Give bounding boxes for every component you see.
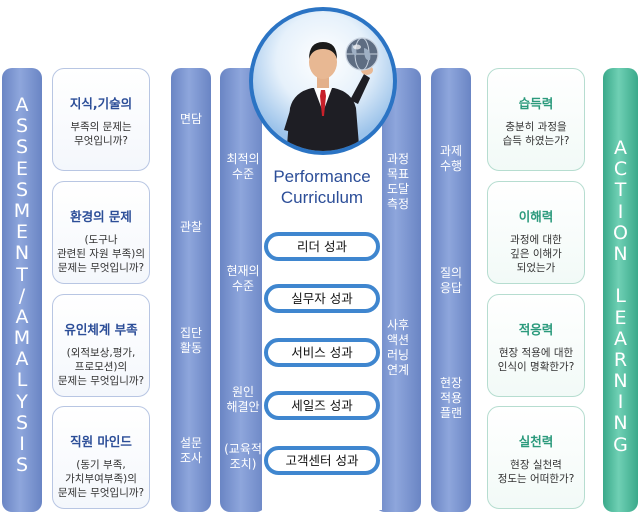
pill-leader-performance[interactable]: 리더 성과 [264, 232, 380, 261]
card-body: (동기 부족, 가치부여부족)의 문제는 무엇입니까? [57, 459, 145, 499]
bar-letter: S [15, 115, 29, 138]
bar-letter: S [15, 178, 29, 201]
bar-letter: G [613, 433, 628, 456]
bar-letter: T [16, 263, 28, 286]
bar-letter: A [614, 327, 627, 350]
bar-letter: O [613, 221, 628, 244]
bar-letter: N [14, 242, 30, 265]
card-title: 지식,기술의 [69, 96, 133, 111]
bar-letter: M [13, 199, 31, 222]
bar-letter: S [15, 454, 29, 477]
card-incentive: 유인체계 부족 (외적보상,평가, 프로모션)의 문제는 무엇입니까? [52, 294, 150, 397]
bar-letter: L [615, 285, 626, 308]
curriculum-title-line1: Performance [273, 167, 371, 186]
card-title: 직원 마인드 [70, 434, 132, 449]
bar-letter: S [15, 411, 29, 434]
pill-service-performance[interactable]: 서비스 성과 [264, 338, 380, 367]
pill-staff-performance[interactable]: 실무자 성과 [264, 284, 380, 313]
bar-letter: R [613, 348, 628, 371]
level-education-action: (교육적 조치) [224, 442, 262, 471]
bar-letter: M [13, 327, 31, 350]
method-survey: 설문 조사 [179, 436, 203, 465]
bar-letter: C [613, 158, 628, 181]
methods-bar: 면담 관찰 집단 활동 설문 조사 [171, 68, 211, 512]
bar-letter: I [617, 391, 624, 414]
bar-letter: E [15, 221, 28, 244]
bar-letter: N [613, 370, 628, 393]
center-column [262, 120, 382, 510]
card-body: 부족의 문제는 무엇입니까? [70, 121, 132, 147]
level-optimal: 최적의 수준 [226, 152, 260, 181]
card-environment: 환경의 문제 (도구나 관련된 자원 부족)의 문제는 무엇입니까? [52, 181, 150, 284]
card-adaptability: 적응력 현장 적용에 대한 인식이 명확한가? [487, 294, 585, 397]
bar-letter: N [613, 242, 628, 265]
bar-letter: N [613, 412, 628, 435]
goal-measure: 과정 목표 도달 측정 [386, 152, 410, 211]
step-qa: 질의 응답 [439, 266, 463, 295]
bar-letter: I [19, 433, 25, 455]
card-title: 환경의 문제 [70, 209, 132, 224]
goals-bar: 과정 목표 도달 측정 사후 액션 러닝 연계 [375, 68, 421, 512]
bar-letter: L [16, 369, 28, 392]
method-group-activity: 집단 활동 [179, 326, 203, 355]
bar-letter: I [617, 200, 624, 223]
card-acquisition: 습득력 충분히 과정을 습득 하였는가? [487, 68, 585, 171]
bar-letter: T [614, 179, 627, 202]
card-body: (외적보상,평가, 프로모션)의 문제는 무엇입니까? [57, 347, 145, 387]
bar-letter: A [15, 348, 29, 371]
method-observation: 관찰 [179, 220, 203, 234]
levels-bar: 최적의 수준 현재의 수준 원인 해결안 (교육적 조치) [220, 68, 266, 512]
step-field-plan: 현장 적용 플랜 [439, 376, 463, 420]
card-employee-mind: 직원 마인드 (동기 부족, 가치부여부족)의 문제는 무엇입니까? [52, 406, 150, 509]
card-title: 실천력 [518, 434, 554, 449]
card-body: 충분히 과정을 습득 하였는가? [502, 121, 570, 147]
pill-sales-performance[interactable]: 세일즈 성과 [264, 391, 380, 420]
businessman-globe-illustration [246, 4, 400, 158]
card-body: 현장 실천력 정도는 어떠한가? [497, 459, 575, 485]
method-interview: 면담 [179, 112, 203, 126]
bar-letter: Y [16, 390, 28, 413]
bar-letter: E [614, 306, 627, 329]
card-title: 유인체계 부족 [64, 322, 138, 337]
level-cause-solution: 원인 해결안 [226, 385, 260, 414]
curriculum-title-line2: Curriculum [280, 188, 364, 207]
card-body: (도구나 관련된 자원 부족)의 문제는 무엇입니까? [56, 234, 146, 274]
card-knowledge-skill: 지식,기술의 부족의 문제는 무엇입니까? [52, 68, 150, 171]
card-title: 적응력 [518, 322, 554, 337]
card-execution: 실천력 현장 실천력 정도는 어떠한가? [487, 406, 585, 509]
curriculum-title: Performance Curriculum [262, 166, 382, 208]
goal-action-learning-link: 사후 액션 러닝 연계 [386, 318, 410, 377]
bar-letter: A [15, 305, 29, 328]
bar-letter: S [15, 136, 29, 159]
pill-call-center-performance[interactable]: 고객센터 성과 [264, 446, 380, 475]
card-body: 과정에 대한 깊은 이해가 되었는가 [510, 234, 562, 274]
level-current: 현재의 수준 [226, 264, 260, 293]
card-body: 현장 적용에 대한 인식이 명확한가? [497, 347, 575, 373]
card-title: 습득력 [518, 96, 554, 111]
bar-letter: / [18, 284, 26, 307]
bar-letter: A [614, 137, 627, 159]
bar-letter: A [15, 94, 29, 116]
card-title: 이해력 [518, 209, 554, 224]
card-understanding: 이해력 과정에 대한 깊은 이해가 되었는가 [487, 181, 585, 284]
steps-bar: 과제 수행 질의 응답 현장 적용 플랜 [431, 68, 471, 512]
step-task: 과제 수행 [439, 144, 463, 173]
bar-letter: E [15, 157, 28, 180]
